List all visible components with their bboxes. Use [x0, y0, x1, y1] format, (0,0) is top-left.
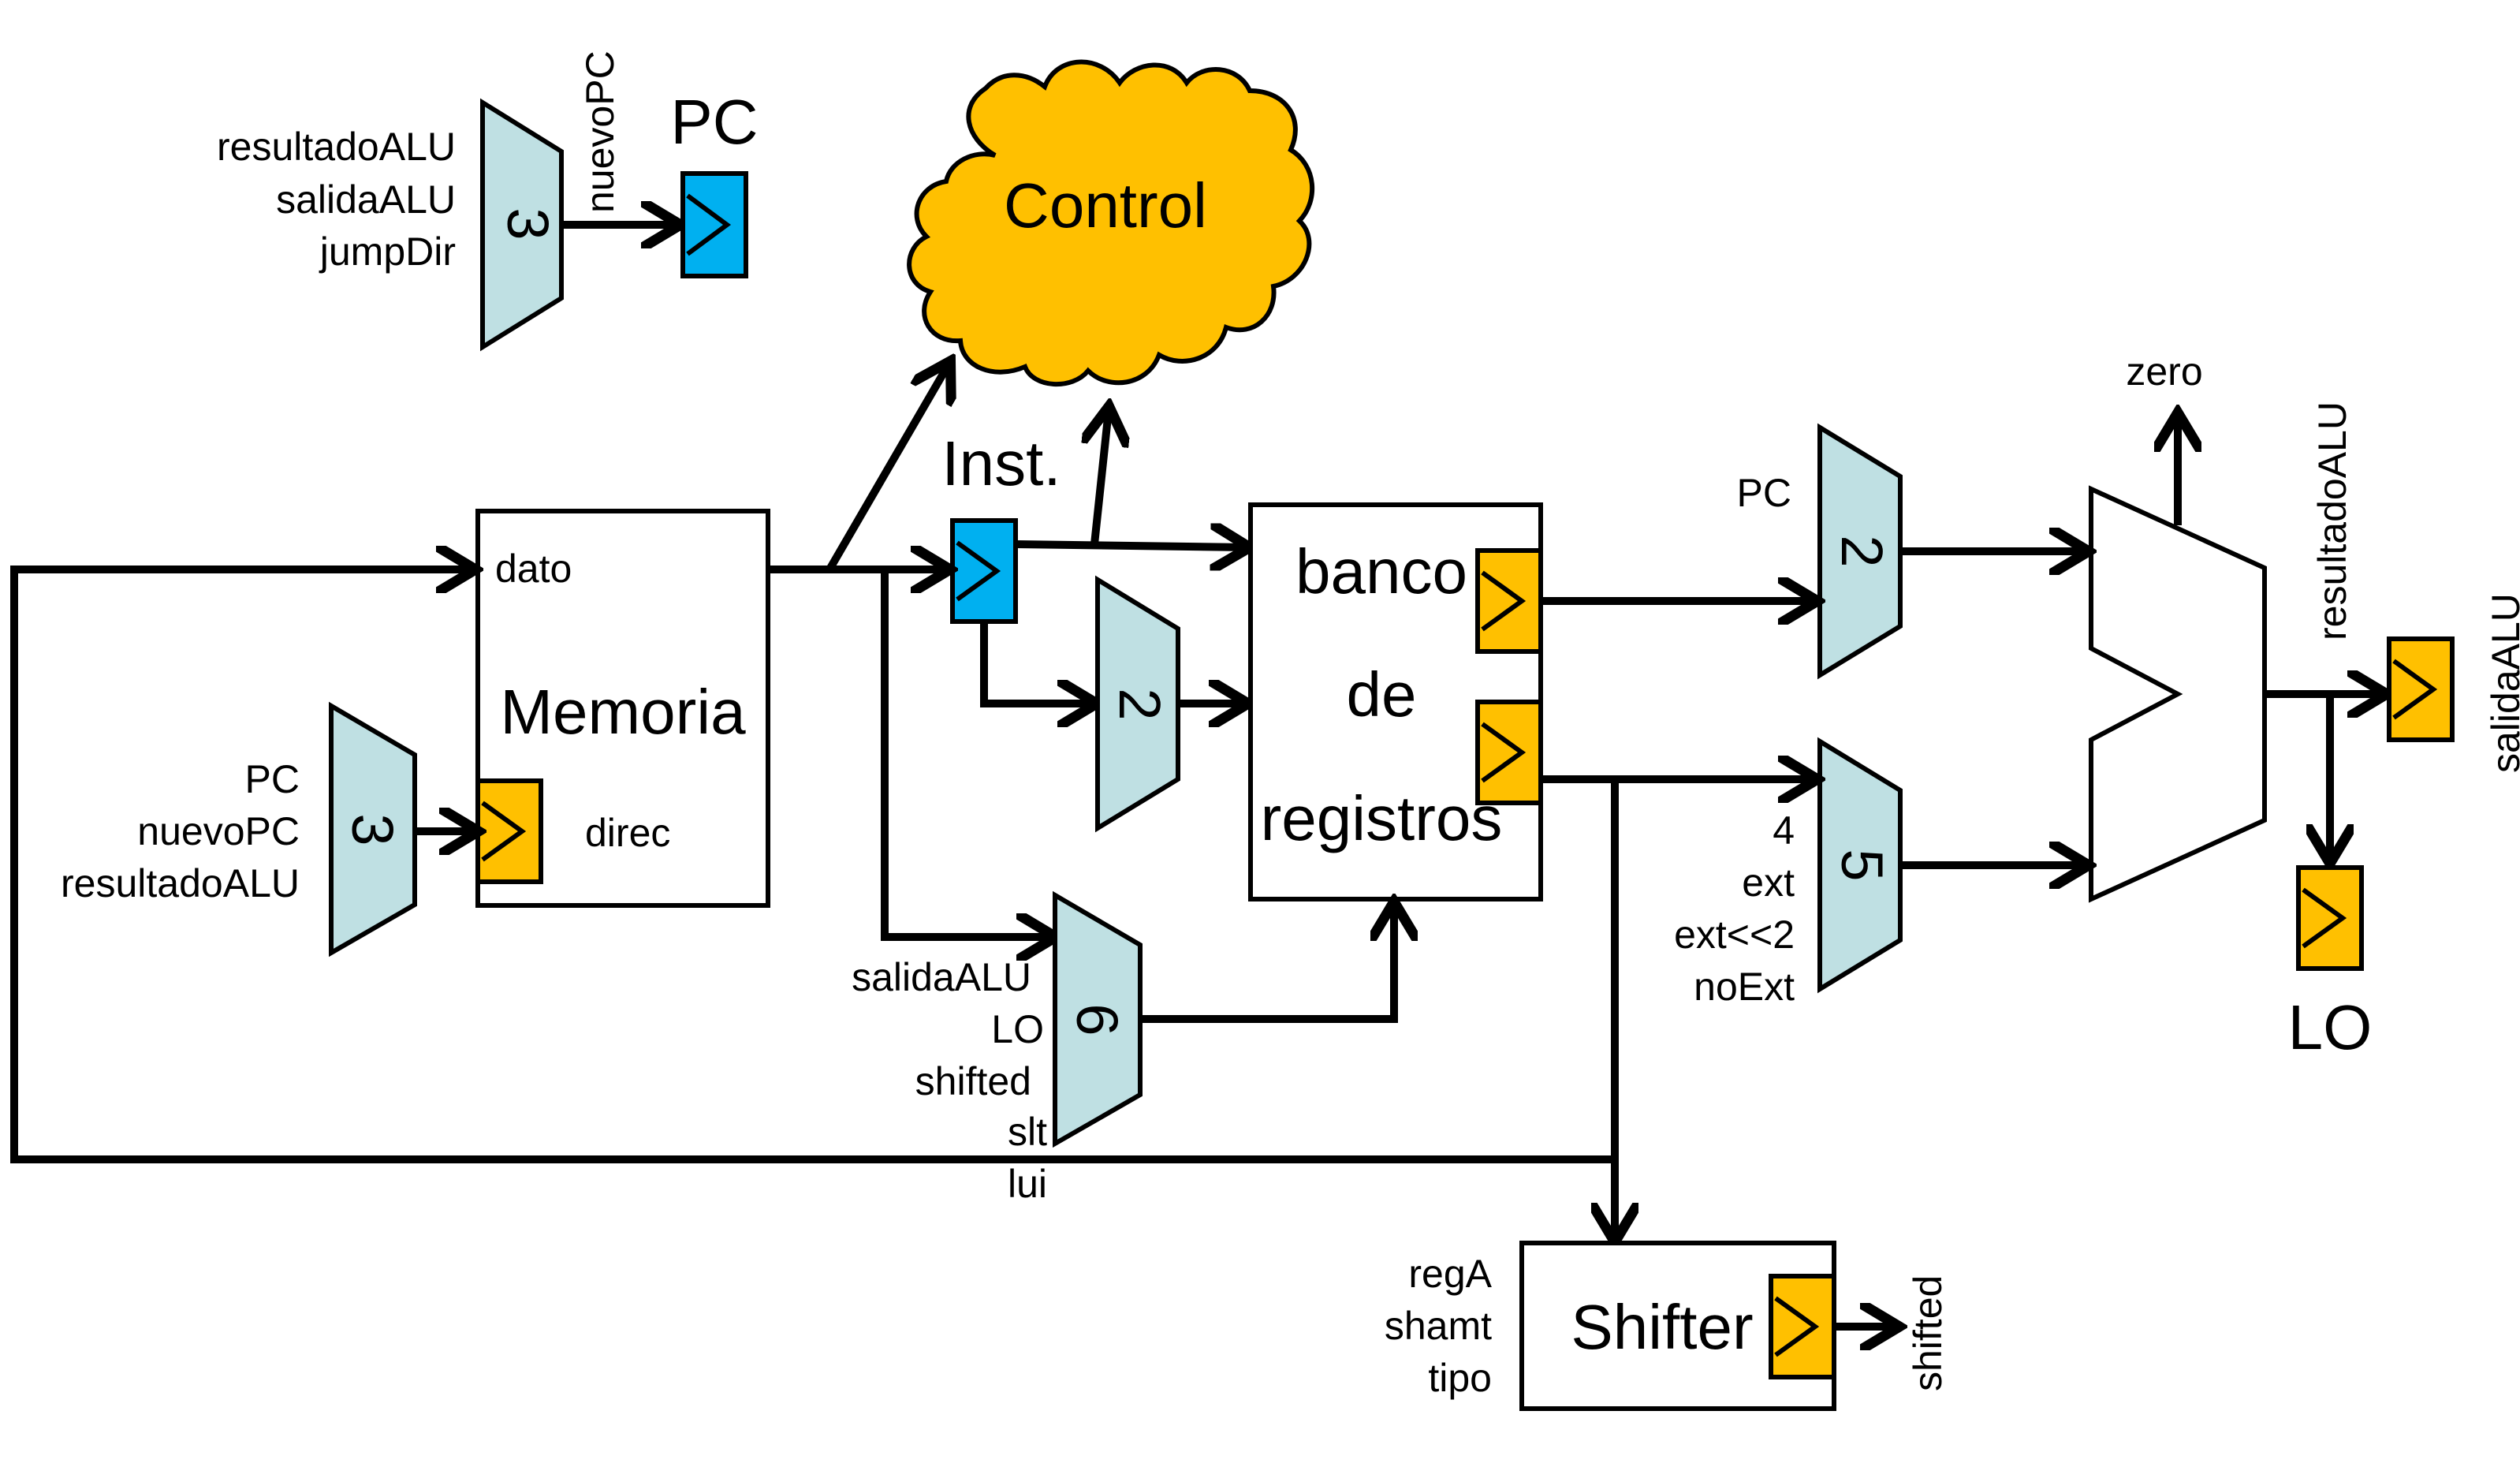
- lo-label: LO: [2288, 992, 2373, 1062]
- reg-select-mux: 2: [1095, 575, 1180, 833]
- memoria-mux-input-nuevopc: nuevoPC: [137, 809, 300, 853]
- write-mux-input-lui: lui: [1008, 1162, 1047, 1206]
- write-mux-input-slt: slt: [1008, 1110, 1047, 1154]
- salidaalu-register: [2387, 636, 2455, 742]
- alu-mux-b-input-ext-shift: ext<<2: [1674, 913, 1795, 957]
- wire-inst-to-regmux: [980, 622, 1093, 704]
- memoria-port-direc: direc: [585, 811, 670, 855]
- alu-mux-b-label: 5: [1829, 849, 1895, 881]
- shifter-input-tipo: tipo: [1428, 1356, 1492, 1400]
- memoria-title: Memoria: [500, 677, 746, 747]
- banco-register-b: [1475, 700, 1543, 805]
- alu-mux-b-input-noext: noExt: [1694, 965, 1795, 1009]
- write-mux-input-lo: LO: [991, 1007, 1044, 1051]
- memoria-mux: 3: [329, 701, 417, 957]
- salidaalu-label: salidaALU: [2484, 593, 2520, 773]
- shifter-input-rega: regA: [1408, 1252, 1492, 1296]
- alu-mux-a: 2: [1817, 423, 1903, 680]
- alu-mux-b-input-4: 4: [1773, 808, 1795, 853]
- write-data-mux: 6: [1053, 890, 1143, 1148]
- wire-writemux-to-banco: [1140, 905, 1394, 1023]
- alu-zero-label: zero: [2126, 349, 2202, 394]
- control-unit: [907, 59, 1315, 387]
- pc-register-label: PC: [670, 87, 758, 157]
- memoria-port-dato: dato: [495, 547, 572, 591]
- reg-select-mux-label: 2: [1107, 688, 1172, 720]
- lo-register: [2296, 865, 2364, 971]
- alu: [2089, 485, 2267, 903]
- alu-mux-a-label: 2: [1829, 535, 1895, 567]
- memoria-mux-input-pc: PC: [245, 757, 300, 801]
- write-mux-input-shifted: shifted: [915, 1059, 1031, 1103]
- write-mux-input-salidaalu: salidaALU: [852, 955, 1031, 999]
- pc-mux-input-salidaalu: salidaALU: [276, 177, 456, 222]
- alu-result-label: resultadoALU: [2310, 401, 2354, 640]
- memoria-mux-label: 3: [340, 813, 405, 845]
- pc-mux-output-label: nuevoPC: [578, 50, 622, 213]
- wire-memoria-to-control: [826, 364, 949, 572]
- wire-feedback-to-dato: [10, 569, 1615, 1163]
- alu-mux-b: 5: [1817, 737, 1903, 994]
- shifter-input-shamt: shamt: [1385, 1304, 1492, 1348]
- memoria-mux-input-resultadoalu: resultadoALU: [61, 861, 300, 905]
- pc-mux-input-resultadoalu: resultadoALU: [217, 125, 456, 169]
- write-data-mux-label: 6: [1064, 1003, 1130, 1036]
- inst-register: [950, 518, 1018, 624]
- shifter-register: [1769, 1274, 1836, 1379]
- banco-line2: de: [1347, 659, 1417, 730]
- wire-memoria-to-writemux: [881, 569, 1052, 937]
- pc-mux-label: 3: [495, 207, 561, 240]
- shifter-title: Shifter: [1571, 1292, 1753, 1362]
- control-label: Control: [1004, 170, 1207, 241]
- alu-mux-b-input-ext: ext: [1742, 860, 1795, 905]
- pc-mux-input-jumpdir: jumpDir: [319, 230, 456, 274]
- pc-mux: 3: [480, 98, 564, 352]
- banco-register-a: [1475, 548, 1543, 654]
- inst-label: Inst.: [941, 428, 1061, 498]
- banco-line3: registros: [1261, 783, 1503, 853]
- banco-line1: banco: [1295, 536, 1467, 607]
- shifter-output-label: shifted: [1906, 1275, 1950, 1391]
- wire-inst-to-banco: [1015, 544, 1246, 547]
- pc-register: [680, 171, 748, 278]
- alu-mux-a-input-pc: PC: [1737, 471, 1791, 515]
- wire-inst-to-control: [1094, 410, 1109, 545]
- memoria-address-register: [475, 778, 543, 884]
